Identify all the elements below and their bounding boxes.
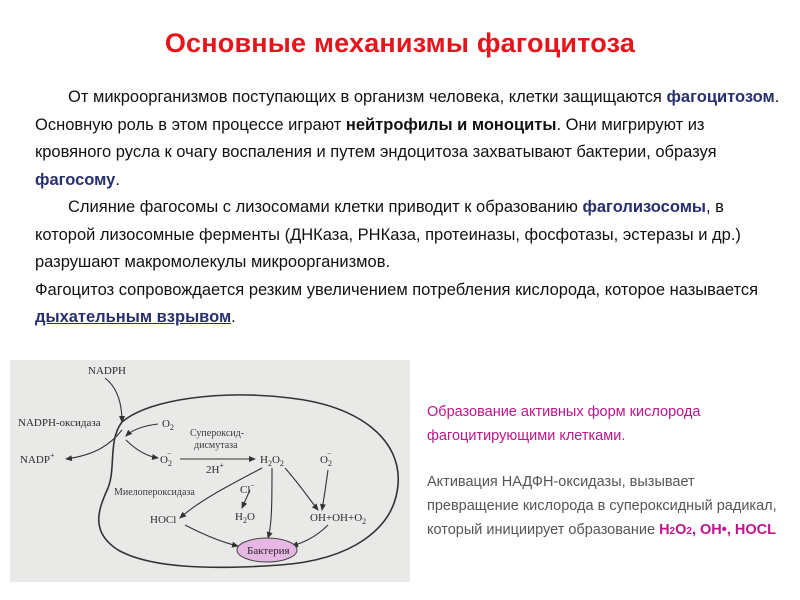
arrow-to-h2o <box>241 489 251 509</box>
paragraph-1-text-a: От микроорганизмов поступающих в организ… <box>68 88 667 106</box>
paragraph-1-text-b: . Основную роль в этом процессе играют <box>35 88 780 134</box>
arrow-h2o2-to-hocl <box>179 467 263 519</box>
keyword-respiratory-burst: дыхательным взрывом <box>35 308 232 326</box>
paragraph-3-text-a: Фагоцитоз сопровождается резким увеличен… <box>35 280 759 299</box>
label-myeloperoxidase: Миелопероксидаза <box>114 487 195 498</box>
keyword-phagolysosome: фаголизосомы <box>582 198 706 216</box>
label-nadph-oxidase: NADPH-оксидаза <box>18 417 101 429</box>
side-panel: Образование активных форм кислорода фаго… <box>427 400 787 544</box>
label-hocl: HOCl <box>150 514 176 526</box>
label-sod-1: Супероксид- <box>190 428 244 439</box>
arrow-h2o2-to-products <box>284 467 319 511</box>
slide-title: Основные механизмы фагоцитоза <box>164 28 636 58</box>
paragraph-3: Фагоцитоз сопровождается резким увеличен… <box>35 277 780 332</box>
arrow-h2o2-to-bacterium <box>266 467 273 539</box>
side-body-text: Активация НАДФН-оксидазы, вызывает превр… <box>427 474 777 538</box>
paragraph-2-text-b: , в которой лизосомные ферменты (ДНКаза,… <box>35 198 741 271</box>
keyword-phagosome: фагосому <box>35 170 116 189</box>
label-h2o2: H2O2 <box>260 454 284 468</box>
label-cl: Cl− <box>240 481 255 496</box>
label-o2-radical: O2− <box>160 449 172 468</box>
label-nadp: NADP+ <box>20 451 55 466</box>
arrow-to-o2-radical <box>125 439 159 460</box>
bacterium-shape <box>236 537 298 563</box>
paragraph-1-text-c: . Они мигрируют из кровяного русла к оча… <box>35 115 717 162</box>
arrow-o2-in <box>125 423 159 437</box>
label-2h-plus: 2H+ <box>206 461 224 476</box>
label-nadph: NADPH <box>88 365 126 377</box>
label-o2-right: O2− <box>320 449 332 468</box>
keyword-neutrophils: нейтрофилы и моноциты <box>345 115 557 134</box>
paragraph-2: Слияние фагосомы с лизосомами клетки при… <box>35 194 780 277</box>
keyword-phagocytosis: фагоцитозом <box>666 88 775 106</box>
arrow-products-to-bacterium <box>291 524 329 548</box>
paragraph-3-text-b: . <box>231 308 236 326</box>
body-text: От микроорганизмов поступающих в организ… <box>35 84 780 332</box>
diagram-svg: NADPH NADPH-оксидаза NADP+ O2 O2− Суперо… <box>18 365 399 569</box>
paragraph-1-text-d: . <box>115 170 120 189</box>
arrow-nadph-down <box>104 377 125 423</box>
paragraph-1: От микроорганизмов поступающих в организ… <box>35 84 780 194</box>
label-h2o: H2O <box>235 511 255 525</box>
label-bacterium: Бактерия <box>247 545 290 557</box>
arrow-o2-right-to-products <box>320 469 329 511</box>
respiratory-burst-diagram: NADPH NADPH-оксидаза NADP+ O2 O2− Суперо… <box>10 360 410 582</box>
label-o2: O2 <box>162 418 174 432</box>
paragraph-2-text-a: Слияние фагосомы с лизосомами клетки при… <box>68 198 583 216</box>
label-products: OH+OH+O2 <box>310 512 366 526</box>
cell-membrane <box>98 394 399 569</box>
arrow-hocl-to-bacterium <box>184 524 239 548</box>
side-body: Активация НАДФН-оксидазы, вызывает превр… <box>427 470 787 544</box>
chem-products: H2O2, OH•, HOCL <box>659 522 776 538</box>
label-sod-2: дисмутаза <box>194 440 238 451</box>
side-heading: Образование активных форм кислорода фаго… <box>427 404 701 444</box>
arrow-to-nadp <box>65 429 123 462</box>
